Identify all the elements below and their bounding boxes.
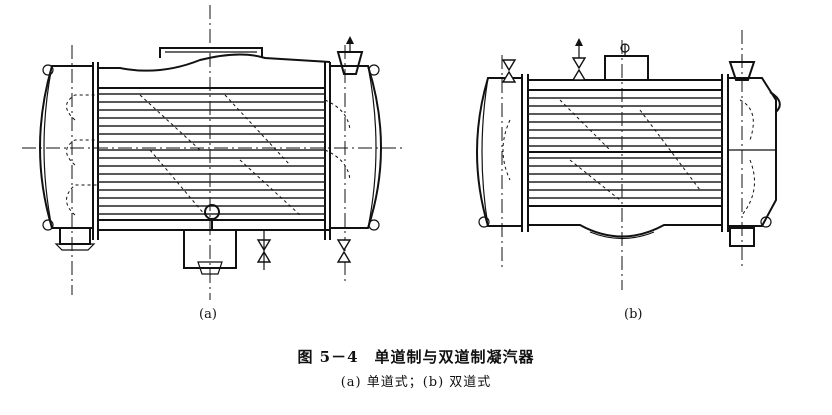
figure-caption-subtitle: (a) 单道式；(b) 双道式 bbox=[340, 375, 492, 390]
subfigure-label-b: (b) bbox=[624, 307, 643, 322]
condenser-single-pass bbox=[22, 5, 405, 300]
condenser-two-pass bbox=[476, 30, 781, 290]
figure-caption-title: 图 5－4 单道制与双道制凝汽器 bbox=[297, 348, 535, 366]
tube-bundle-b bbox=[528, 89, 722, 207]
subfigure-label-a: (a) bbox=[199, 307, 217, 322]
tube-bundle-a bbox=[98, 87, 325, 221]
